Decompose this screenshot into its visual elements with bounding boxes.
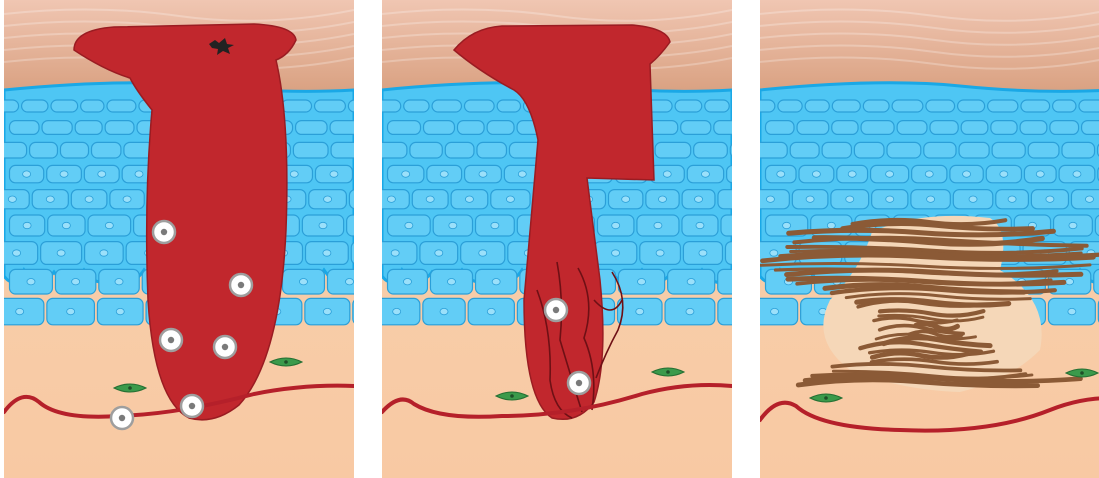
panel-hemostasis-illustration [4,0,354,478]
panel-remodeling [760,0,1099,478]
white-blood-cell [181,395,203,417]
white-blood-cell [214,336,236,358]
panel-proliferation [382,0,732,478]
panel-hemostasis [4,0,354,478]
white-blood-cell [545,299,567,321]
white-blood-cell [111,407,133,429]
panel-remodeling-illustration [760,0,1099,478]
white-blood-cell [568,372,590,394]
white-blood-cell [160,329,182,351]
white-blood-cell [230,274,252,296]
panel-proliferation-illustration [382,0,732,478]
white-blood-cell [153,221,175,243]
